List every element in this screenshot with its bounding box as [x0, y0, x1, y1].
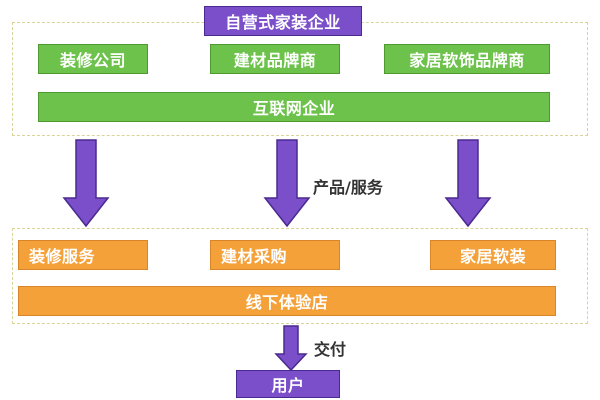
- title-box: 自营式家装企业: [204, 6, 362, 36]
- delivery-item-soft-furnishing: 家居软装: [430, 240, 556, 270]
- internet-enterprise-label: 互联网企业: [252, 99, 336, 118]
- user-box: 用户: [236, 370, 340, 398]
- title-label: 自营式家装企业: [225, 13, 341, 32]
- internet-enterprise-bar: 互联网企业: [38, 92, 550, 122]
- delivery-item-label: 家居软装: [459, 247, 526, 266]
- user-label: 用户: [271, 376, 305, 395]
- provider-item-building-material: 建材品牌商: [210, 44, 340, 74]
- offline-store-label: 线下体验店: [245, 293, 329, 312]
- provider-item-home-furnishing: 家居软饰品牌商: [384, 44, 550, 74]
- down-arrow-center: [263, 139, 311, 228]
- provider-item-label: 建材品牌商: [233, 51, 317, 70]
- provider-item-decoration-company: 装修公司: [38, 44, 148, 74]
- delivery-item-decoration-service: 装修服务: [18, 240, 148, 270]
- down-arrow-right: [444, 139, 492, 228]
- flow-label-delivery: 交付: [314, 340, 347, 359]
- delivery-item-label: 装修服务: [29, 247, 96, 266]
- down-arrow-delivery: [274, 325, 308, 372]
- down-arrow-left: [62, 139, 110, 228]
- delivery-item-material-purchase: 建材采购: [210, 240, 340, 270]
- flow-label-products-services: 产品/服务: [313, 178, 383, 197]
- delivery-item-label: 建材采购: [221, 247, 288, 266]
- provider-item-label: 装修公司: [59, 51, 126, 70]
- provider-item-label: 家居软饰品牌商: [409, 51, 525, 70]
- delivery-group: [12, 228, 588, 324]
- offline-store-bar: 线下体验店: [18, 286, 556, 316]
